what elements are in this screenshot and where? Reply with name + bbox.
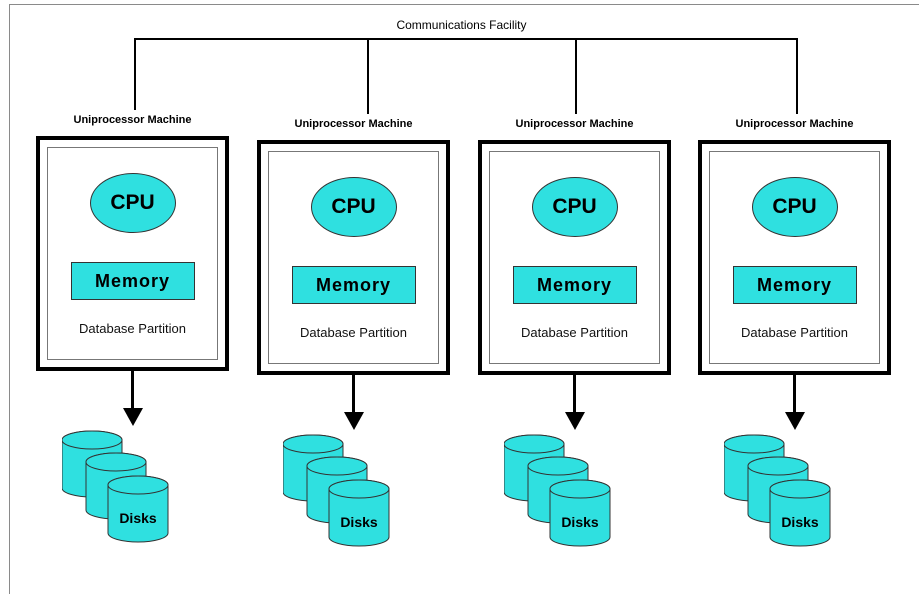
arrow-down-icon xyxy=(785,412,805,430)
memory-box: Memory xyxy=(512,266,637,304)
bus-drop-2 xyxy=(367,38,369,114)
disks-label: Disks xyxy=(781,514,819,530)
node-3: Uniprocessor Machine CPU Memory Database… xyxy=(472,112,677,587)
cpu-ellipse: CPU xyxy=(89,173,176,233)
node-title: Uniprocessor Machine xyxy=(73,114,192,126)
bus-drop-4 xyxy=(796,38,798,114)
database-partition-label: Database Partition xyxy=(300,325,407,340)
arrow-shaft xyxy=(793,375,796,414)
node-4: Uniprocessor Machine CPU Memory Database… xyxy=(692,112,897,587)
arrow-down-icon xyxy=(565,412,585,430)
bus-drop-3 xyxy=(575,38,577,114)
memory-box: Memory xyxy=(291,266,416,304)
database-partition-box: CPU Memory Database Partition xyxy=(709,151,880,364)
diagram-frame xyxy=(9,4,919,594)
arrow-shaft xyxy=(573,375,576,414)
arrow-down-icon xyxy=(344,412,364,430)
disk-stack: Disks xyxy=(723,434,884,559)
disk-stack-icon xyxy=(282,434,390,547)
memory-box: Memory xyxy=(70,262,195,300)
memory-box: Memory xyxy=(732,266,857,304)
disk-stack: Disks xyxy=(282,434,443,559)
uniprocessor-machine-box: CPU Memory Database Partition xyxy=(478,140,671,375)
arrow-shaft xyxy=(352,375,355,414)
node-title: Uniprocessor Machine xyxy=(515,118,634,130)
disk-stack: Disks xyxy=(61,430,222,555)
cpu-ellipse: CPU xyxy=(310,177,397,237)
arrow-down-icon xyxy=(123,408,143,426)
disks-label: Disks xyxy=(119,510,157,526)
node-title: Uniprocessor Machine xyxy=(735,118,854,130)
node-2: Uniprocessor Machine CPU Memory Database… xyxy=(251,112,456,587)
database-partition-box: CPU Memory Database Partition xyxy=(268,151,439,364)
database-partition-box: CPU Memory Database Partition xyxy=(47,147,218,360)
disk-stack-icon xyxy=(61,430,169,543)
uniprocessor-machine-box: CPU Memory Database Partition xyxy=(698,140,891,375)
bus-horizontal-line xyxy=(134,38,798,40)
node-1: Uniprocessor Machine CPU Memory Database… xyxy=(30,108,235,583)
uniprocessor-machine-box: CPU Memory Database Partition xyxy=(257,140,450,375)
database-partition-label: Database Partition xyxy=(521,325,628,340)
cpu-ellipse: CPU xyxy=(751,177,838,237)
disk-stack: Disks xyxy=(503,434,664,559)
database-partition-box: CPU Memory Database Partition xyxy=(489,151,660,364)
disk-stack-icon xyxy=(723,434,831,547)
uniprocessor-machine-box: CPU Memory Database Partition xyxy=(36,136,229,371)
database-partition-label: Database Partition xyxy=(79,321,186,336)
disks-label: Disks xyxy=(340,514,378,530)
disks-label: Disks xyxy=(561,514,599,530)
arrow-shaft xyxy=(131,371,134,410)
communications-facility-label: Communications Facility xyxy=(396,18,527,32)
disk-stack-icon xyxy=(503,434,611,547)
node-title: Uniprocessor Machine xyxy=(294,118,413,130)
bus-drop-1 xyxy=(134,38,136,110)
database-partition-label: Database Partition xyxy=(741,325,848,340)
cpu-ellipse: CPU xyxy=(531,177,618,237)
